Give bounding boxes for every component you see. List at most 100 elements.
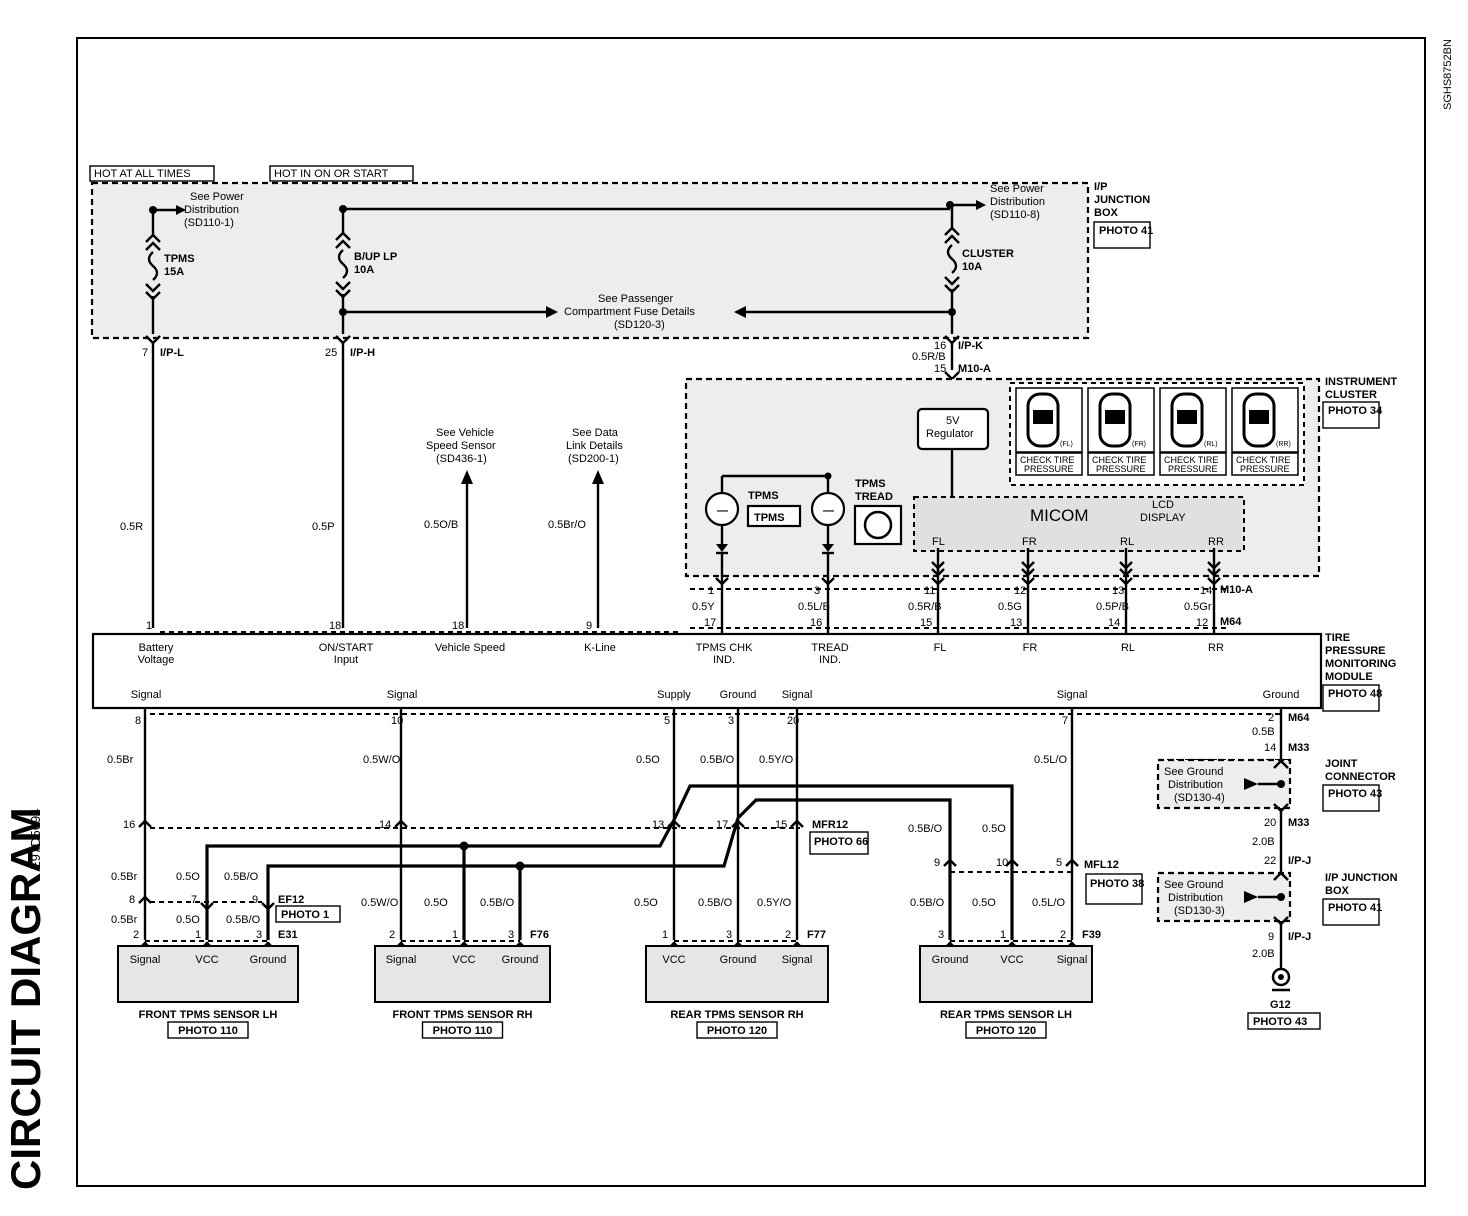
sensor-pin-label: VCC [195, 954, 218, 966]
speed-sensor-ref: See Vehicle Speed Sensor (SD436-1) [426, 427, 496, 628]
data-link-ref: See Data Link Details (SD200-1) [566, 427, 623, 628]
conn-ipl-pin: 7 [142, 347, 148, 359]
sensor-conn: F76 [530, 929, 549, 941]
tread-warning-lamp: — [810, 476, 846, 568]
gnd-ipj-pin-b: 9 [1268, 931, 1274, 943]
svg-text:See Vehicle: See Vehicle [436, 427, 494, 439]
module-top-label: Battery [139, 642, 174, 654]
power-ref-8b: Distribution [990, 196, 1045, 208]
sensor-title: FRONT TPMS SENSOR LH [139, 1009, 278, 1021]
tire-icon-caption-1: CHECK TIRE [1236, 455, 1290, 465]
sensor-wire: 0.5W/O [361, 897, 399, 909]
sensor-pin: 1 [452, 929, 458, 941]
wire-0.5bro: 0.5Br/O [548, 519, 586, 531]
sensor-pin-label: Ground [502, 954, 539, 966]
cluster-pin-top: 13 [1112, 585, 1124, 597]
power-ref-1b: Distribution [184, 204, 239, 216]
sensor-wire: 0.5O [972, 897, 996, 909]
sensor-pin: 1 [195, 929, 201, 941]
svg-text:—: — [823, 505, 834, 517]
sensor-wire: 0.5Y/O [757, 897, 792, 909]
gnd-wire3: 2.0B [1252, 948, 1275, 960]
sensor-pin: 1 [1000, 929, 1006, 941]
mfr12-pin: 15 [775, 819, 787, 831]
sensor-pin: 2 [785, 929, 791, 941]
gnd-m33-a: M33 [1288, 742, 1309, 754]
sensor-title: REAR TPMS SENSOR RH [670, 1009, 803, 1021]
lower-pin-top: 7 [1062, 715, 1068, 727]
svg-text:I/P: I/P [1094, 181, 1107, 193]
svg-text:See Data: See Data [572, 427, 619, 439]
wire-0.5p: 0.5P [312, 521, 335, 533]
micom-label: MICOM [1030, 506, 1089, 525]
gnd-m33-b: M33 [1288, 817, 1309, 829]
pin-onstart: 18 [329, 620, 341, 632]
sensor-pin-label: VCC [452, 954, 475, 966]
conn-m10a-name: M10-A [958, 363, 991, 375]
sensor-wire: 0.5O [424, 897, 448, 909]
gnd-m64: M64 [1288, 712, 1310, 724]
conn-iph-pin: 25 [325, 347, 337, 359]
module-bottom-label: Signal [387, 689, 418, 701]
sensor-conn: F77 [807, 929, 826, 941]
ground-photo: PHOTO 43 [1253, 1016, 1307, 1028]
svg-text:PHOTO 41: PHOTO 41 [1328, 902, 1382, 914]
tpms-lamp-label: TPMS [748, 490, 779, 502]
sensor-pin: 3 [938, 929, 944, 941]
lower-wire-top: 0.5Br [107, 754, 134, 766]
fuse-bup-rating: 10A [354, 264, 374, 276]
cluster-pin-wire: 0.5R/B [908, 601, 942, 613]
sensor-pin: 1 [662, 929, 668, 941]
regulator-5v-line1: 5V [946, 415, 960, 427]
tire-icon-caption-1: CHECK TIRE [1020, 455, 1074, 465]
sensor-title: FRONT TPMS SENSOR RH [393, 1009, 533, 1021]
svg-text:BOX: BOX [1325, 885, 1350, 897]
svg-text:JOINT: JOINT [1325, 758, 1358, 770]
svg-text:JUNCTION: JUNCTION [1094, 194, 1150, 206]
ef-wire-top: 0.5Br [111, 871, 138, 883]
conn-m10a-pin: 15 [934, 363, 946, 375]
sensor-body [374, 945, 551, 1003]
module-top-label: K-Line [584, 642, 616, 654]
module-top-label: FR [1023, 642, 1038, 654]
module-bottom-label: Ground [720, 689, 757, 701]
ef12-photo: PHOTO 1 [281, 909, 329, 921]
tread-lamp-label-1: TPMS [855, 478, 886, 490]
mfl-wire: 0.5O [982, 823, 1006, 835]
module-bottom-label: Signal [782, 689, 813, 701]
mfl12-label: MFL12 [1084, 859, 1119, 871]
module-top-label: RR [1208, 642, 1224, 654]
ef-wire-bot: 0.5B/O [226, 914, 261, 926]
sensor-pin-label: Signal [386, 954, 417, 966]
cluster-conn-bottom: M64 [1220, 616, 1242, 628]
lower-labels: 80.5Br100.5W/O50.5O30.5B/O200.5Y/O70.5L/… [107, 715, 1144, 926]
conn-iph-name: I/P-H [350, 347, 375, 359]
cluster-pin-wire: 0.5Gr [1184, 601, 1212, 613]
hot-in-on-start-label: HOT IN ON OR START [274, 168, 389, 180]
cluster-pin-top: 11 [924, 585, 935, 597]
instrument-cluster-label: INSTRUMENT CLUSTER PHOTO 34 [1322, 376, 1397, 429]
tread-icon [863, 510, 893, 540]
tire-icon-caption-2: PRESSURE [1168, 464, 1218, 474]
cluster-pin-wire: 0.5L/B [798, 601, 830, 613]
mfl12-pin: 10 [996, 857, 1008, 869]
svg-text:(SD436-1): (SD436-1) [436, 453, 487, 465]
gnd-ipj-a: I/P-J [1288, 855, 1311, 867]
svg-text:BOX: BOX [1094, 207, 1119, 219]
fuse-cluster-name: CLUSTER [962, 248, 1014, 260]
lower-pin-top: 3 [728, 715, 734, 727]
hot-at-all-times-label: HOT AT ALL TIMES [94, 168, 191, 180]
module-bottom-label: Signal [1057, 689, 1088, 701]
ip-junction-box-bottom-label: I/P JUNCTION BOX PHOTO 41 [1322, 872, 1398, 926]
mfr12-label: MFR12 [812, 819, 848, 831]
lower-pin-top: 5 [664, 715, 670, 727]
tread-lamp-label-2: TREAD [855, 491, 893, 503]
sensor-title: REAR TPMS SENSOR LH [940, 1009, 1072, 1021]
gnd-m33-pin-a: 14 [1264, 742, 1276, 754]
